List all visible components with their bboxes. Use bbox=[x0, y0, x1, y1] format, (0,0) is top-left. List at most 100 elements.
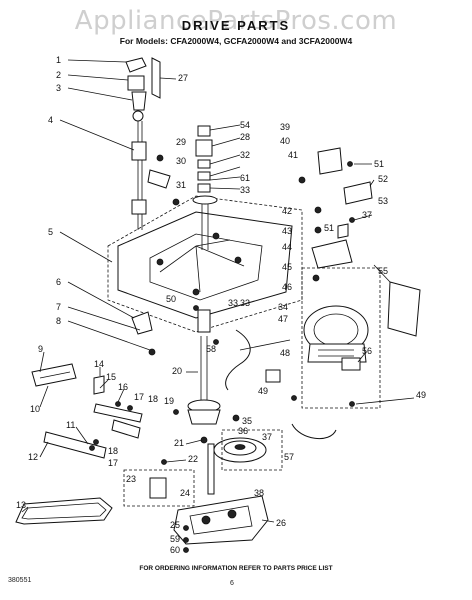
callout-c57: 57 bbox=[284, 452, 294, 462]
callout-c59: 59 bbox=[170, 534, 180, 544]
worm-shaft bbox=[207, 443, 215, 495]
callout-c39: 39 bbox=[280, 122, 290, 132]
callout-c49a: 49 bbox=[258, 386, 268, 396]
callout-c11: 11 bbox=[66, 420, 75, 430]
callout-c55: 55 bbox=[378, 266, 388, 276]
callout-c53: 53 bbox=[378, 196, 388, 206]
callout-c56: 56 bbox=[362, 346, 372, 356]
center-post bbox=[192, 125, 218, 250]
clip-part-27 bbox=[151, 57, 161, 99]
callout-c6: 6 bbox=[56, 277, 61, 287]
mount-bracket-right bbox=[337, 161, 373, 239]
pivot-bracket bbox=[43, 431, 107, 459]
callout-c47: 47 bbox=[278, 314, 288, 324]
page-title: DRIVE PARTS bbox=[181, 18, 291, 33]
callout-c46: 46 bbox=[282, 282, 292, 292]
motor-switch bbox=[265, 369, 281, 383]
base-plate-outline bbox=[107, 195, 303, 333]
callout-c27: 27 bbox=[178, 73, 188, 83]
callout-c5: 5 bbox=[48, 227, 53, 237]
model-list: For Models: CFA2000W4, GCFA2000W4 and 3C… bbox=[119, 36, 353, 46]
snubber-parts bbox=[147, 154, 180, 206]
callout-c28: 28 bbox=[240, 132, 250, 142]
callout-c22: 22 bbox=[188, 454, 198, 464]
clutch-box bbox=[123, 469, 195, 507]
gearcase bbox=[173, 495, 269, 545]
motor-outline bbox=[301, 267, 381, 409]
callout-c21: 21 bbox=[174, 438, 184, 448]
callout-c25: 25 bbox=[170, 520, 180, 530]
callout-c18b: 18 bbox=[108, 446, 118, 456]
brake-parts bbox=[93, 375, 143, 445]
callout-c37b: 37 bbox=[362, 210, 372, 220]
callout-c4: 4 bbox=[48, 115, 53, 125]
callout-c37a: 37 bbox=[262, 432, 272, 442]
callout-c33b: 33 bbox=[228, 298, 238, 308]
callout-c26: 26 bbox=[276, 518, 286, 528]
callout-c12: 12 bbox=[28, 452, 38, 462]
callout-c15: 15 bbox=[106, 372, 116, 382]
callout-c20: 20 bbox=[172, 366, 182, 376]
drive-pulley bbox=[213, 437, 267, 463]
tub-bracket-assembly bbox=[125, 57, 147, 230]
callout-labels: 1234567891011121314151617171818192021222… bbox=[16, 55, 426, 555]
drive-shaft bbox=[187, 309, 221, 425]
callout-c31: 31 bbox=[176, 180, 186, 190]
callout-c61: 61 bbox=[240, 173, 250, 183]
callout-c49b: 49 bbox=[416, 390, 426, 400]
callout-c14: 14 bbox=[94, 359, 104, 369]
callout-c7: 7 bbox=[56, 302, 61, 312]
callout-c16: 16 bbox=[118, 382, 128, 392]
callout-c24: 24 bbox=[180, 488, 190, 498]
wire-harness bbox=[291, 423, 337, 439]
callout-c17b: 17 bbox=[108, 458, 118, 468]
callout-c34: 34 bbox=[278, 302, 288, 312]
leveling-parts bbox=[131, 311, 156, 356]
drive-belt bbox=[15, 497, 113, 525]
callout-c43: 43 bbox=[282, 226, 292, 236]
callout-c30: 30 bbox=[176, 156, 186, 166]
watermark-text: AppliancePartsPros.com bbox=[74, 6, 398, 36]
callout-c36: 36 bbox=[238, 426, 248, 436]
callout-c60: 60 bbox=[170, 545, 180, 555]
callout-c3: 3 bbox=[56, 83, 61, 93]
callout-c33c: 33 bbox=[240, 298, 250, 308]
callout-c45: 45 bbox=[282, 262, 292, 272]
leader-lines bbox=[21, 59, 415, 523]
base-plate bbox=[117, 211, 293, 319]
capacitor bbox=[341, 357, 361, 371]
callout-c13: 13 bbox=[16, 500, 26, 510]
pulley-box bbox=[221, 429, 283, 471]
callout-c38: 38 bbox=[254, 488, 264, 498]
callout-c8: 8 bbox=[56, 316, 61, 326]
callout-c40: 40 bbox=[280, 136, 290, 146]
motor-shield bbox=[387, 281, 421, 337]
motor-mount bbox=[298, 147, 353, 282]
callout-c1: 1 bbox=[56, 55, 61, 65]
callout-c41: 41 bbox=[288, 150, 298, 160]
callout-c18a: 18 bbox=[148, 394, 158, 404]
callout-c50: 50 bbox=[166, 294, 176, 304]
callout-c29: 29 bbox=[176, 137, 186, 147]
callout-c32: 32 bbox=[240, 150, 250, 160]
motor bbox=[303, 305, 369, 363]
callout-c19: 19 bbox=[164, 396, 174, 406]
callout-c35: 35 bbox=[242, 416, 252, 426]
callout-c48: 48 bbox=[280, 348, 290, 358]
callout-c52: 52 bbox=[378, 174, 388, 184]
callout-c54: 54 bbox=[240, 120, 250, 130]
callout-c51a: 51 bbox=[374, 159, 384, 169]
callout-c9: 9 bbox=[38, 344, 43, 354]
callout-c58: 58 bbox=[206, 344, 216, 354]
switch-parts bbox=[31, 363, 77, 387]
callout-c17a: 17 bbox=[134, 392, 144, 402]
page-number: 6 bbox=[230, 580, 234, 587]
callout-c44: 44 bbox=[282, 242, 292, 252]
callout-c23: 23 bbox=[126, 474, 136, 484]
drain-hose bbox=[225, 329, 251, 391]
callout-c42: 42 bbox=[282, 206, 292, 216]
callout-c2: 2 bbox=[56, 70, 61, 80]
callout-c10: 10 bbox=[30, 404, 40, 414]
ordering-note: FOR ORDERING INFORMATION REFER TO PARTS … bbox=[139, 565, 333, 572]
